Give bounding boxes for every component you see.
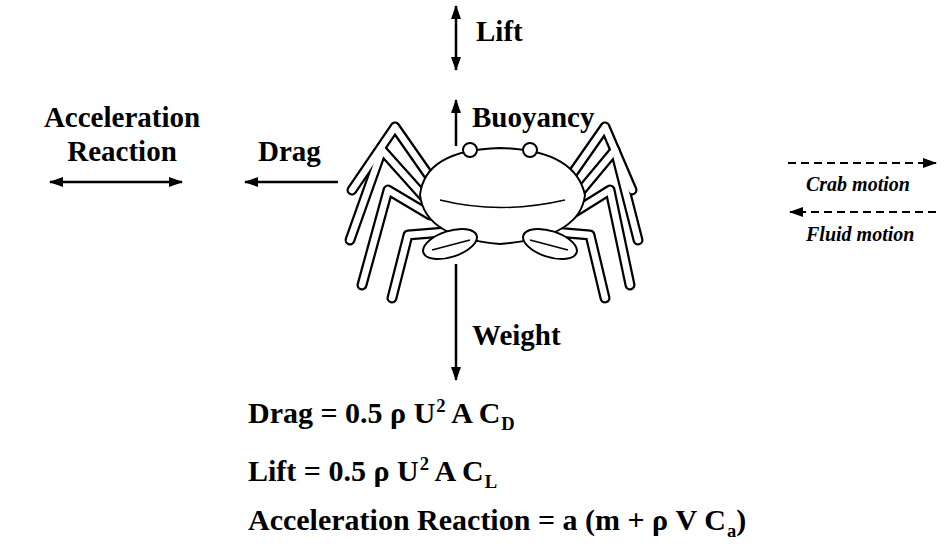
formula-text: A C [451,396,500,429]
crab-legs [350,127,638,298]
formula-line: Acceleration Reaction = a (m + ρ V Ca) [248,500,746,549]
force-label: Lift [476,14,523,48]
formula-text: A C [435,454,484,487]
crab-claw [519,223,580,265]
formula-text: ) [736,503,746,536]
force-label: Weight [472,318,561,352]
fluid-motion-arrow [790,211,936,213]
crab-carapace [420,148,585,244]
drag-arrow [245,181,338,184]
crab-eye [523,143,537,157]
formula-text: Acceleration Reaction = a (m + ρ V C [248,503,726,536]
formula-subscript: D [501,413,514,434]
force-label: Buoyancy [472,100,594,134]
formula-text: Drag = 0.5 ρ U [248,396,435,429]
formula-line: Lift = 0.5 ρ U2 A CL [248,444,497,502]
force-label: Drag [258,134,321,168]
buoyancy-arrow [455,100,458,146]
formula-text: Lift = 0.5 ρ U [248,454,419,487]
motion-label: Fluid motion [806,222,914,246]
crab-motion-arrow [788,162,936,164]
formula-superscript: 2 [436,395,445,416]
carapace-ridge [440,200,565,208]
formula-subscript: a [727,520,736,541]
motion-label: Crab motion [806,172,910,196]
claw-pincer [432,240,470,250]
force-label: Acceleration Reaction [12,100,232,168]
formula-line: Drag = 0.5 ρ U2 A CD [248,386,515,444]
acceleration-arrow [50,181,182,184]
formula-subscript: L [485,471,497,492]
claw-pincer [530,240,568,250]
crab-claw [419,223,480,265]
weight-arrow [455,264,458,380]
formula-superscript: 2 [420,453,429,474]
crab-eye [463,143,477,157]
lift-arrow [455,6,458,70]
